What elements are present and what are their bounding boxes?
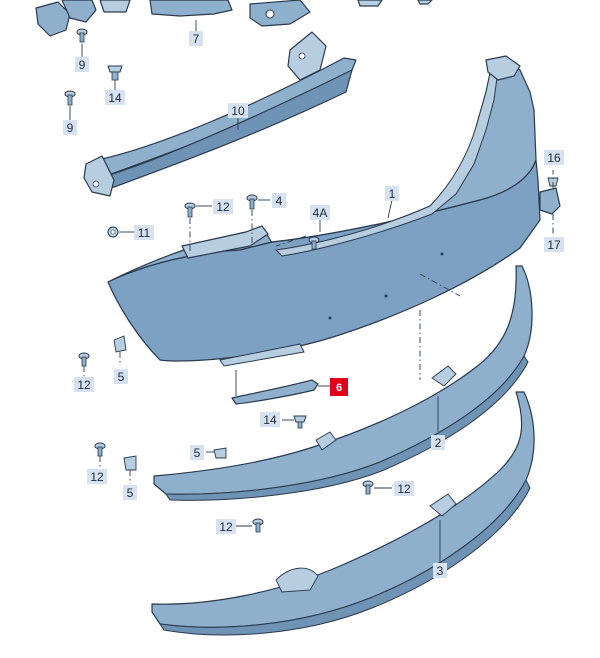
lower-diffuser-3 bbox=[151, 391, 535, 636]
callout-14-mid: 14 bbox=[260, 412, 280, 427]
svg-text:5: 5 bbox=[118, 370, 125, 384]
callout-17: 17 bbox=[544, 237, 564, 252]
svg-text:12: 12 bbox=[219, 520, 233, 534]
clip-5-mid bbox=[213, 447, 227, 459]
clip-5-left bbox=[113, 335, 127, 353]
callout-5-lowerleft: 5 bbox=[123, 485, 137, 500]
svg-text:5: 5 bbox=[194, 446, 201, 460]
svg-text:12: 12 bbox=[90, 470, 104, 484]
svg-text:14: 14 bbox=[263, 413, 277, 427]
callout-7: 7 bbox=[189, 31, 203, 46]
callout-5-left: 5 bbox=[114, 369, 128, 384]
svg-text:4: 4 bbox=[276, 194, 283, 208]
callout-12-top: 12 bbox=[213, 199, 233, 214]
callout-12-lowerleft: 12 bbox=[87, 469, 107, 484]
svg-text:17: 17 bbox=[547, 238, 561, 252]
callout-10: 10 bbox=[228, 103, 248, 118]
impact-beam bbox=[83, 31, 357, 197]
screw-4a bbox=[308, 236, 320, 250]
callout-12-lowerright: 12 bbox=[394, 481, 414, 496]
svg-text:12: 12 bbox=[216, 200, 230, 214]
svg-text:7: 7 bbox=[193, 32, 200, 46]
screw-12-lowerright bbox=[362, 480, 374, 495]
svg-text:6: 6 bbox=[336, 382, 342, 394]
callout-12-bottom: 12 bbox=[216, 519, 236, 534]
svg-text:9: 9 bbox=[79, 58, 86, 72]
callout-4: 4 bbox=[272, 193, 286, 208]
callout-14-upper: 14 bbox=[105, 90, 125, 105]
svg-text:11: 11 bbox=[138, 226, 151, 240]
screw-12-top bbox=[184, 202, 196, 218]
svg-text:3: 3 bbox=[437, 564, 444, 578]
screw-12-lowerleft bbox=[94, 442, 106, 457]
svg-text:4A: 4A bbox=[313, 206, 328, 220]
screw-12-left bbox=[78, 352, 90, 367]
clip-14-mid bbox=[293, 415, 307, 429]
sensor-bracket-17 bbox=[539, 187, 561, 215]
callout-6-highlighted: 6 bbox=[330, 378, 348, 396]
callout-9-upper: 9 bbox=[75, 57, 89, 72]
callout-16: 16 bbox=[544, 150, 564, 165]
top-mounting-brackets bbox=[35, 0, 433, 37]
callout-5-mid: 5 bbox=[190, 445, 204, 460]
callout-11: 11 bbox=[134, 225, 154, 240]
callout-9-lower: 9 bbox=[63, 120, 77, 135]
screw-9-lower bbox=[64, 90, 76, 106]
callout-12-left: 12 bbox=[74, 377, 94, 392]
screw-9-upper bbox=[76, 28, 88, 43]
nut-11 bbox=[107, 226, 119, 238]
svg-text:10: 10 bbox=[231, 104, 245, 118]
trim-strip-6 bbox=[231, 379, 319, 405]
callout-4a: 4A bbox=[310, 205, 330, 220]
svg-text:12: 12 bbox=[77, 378, 91, 392]
callout-2: 2 bbox=[431, 435, 445, 450]
screw-12-bottom bbox=[252, 518, 264, 533]
bumper-cover bbox=[107, 55, 541, 367]
svg-text:5: 5 bbox=[127, 486, 134, 500]
svg-text:2: 2 bbox=[435, 436, 442, 450]
leader-lines bbox=[69, 20, 554, 562]
svg-text:9: 9 bbox=[67, 121, 74, 135]
svg-text:1: 1 bbox=[389, 187, 396, 201]
callout-1: 1 bbox=[385, 186, 399, 201]
svg-text:14: 14 bbox=[108, 91, 122, 105]
callout-3: 3 bbox=[433, 563, 447, 578]
clip-5-lowerleft bbox=[123, 455, 137, 471]
clip-14-upper bbox=[107, 65, 123, 81]
svg-text:16: 16 bbox=[547, 151, 561, 165]
svg-text:12: 12 bbox=[397, 482, 411, 496]
lower-spoiler-2 bbox=[153, 265, 533, 501]
clip-4 bbox=[246, 194, 258, 210]
